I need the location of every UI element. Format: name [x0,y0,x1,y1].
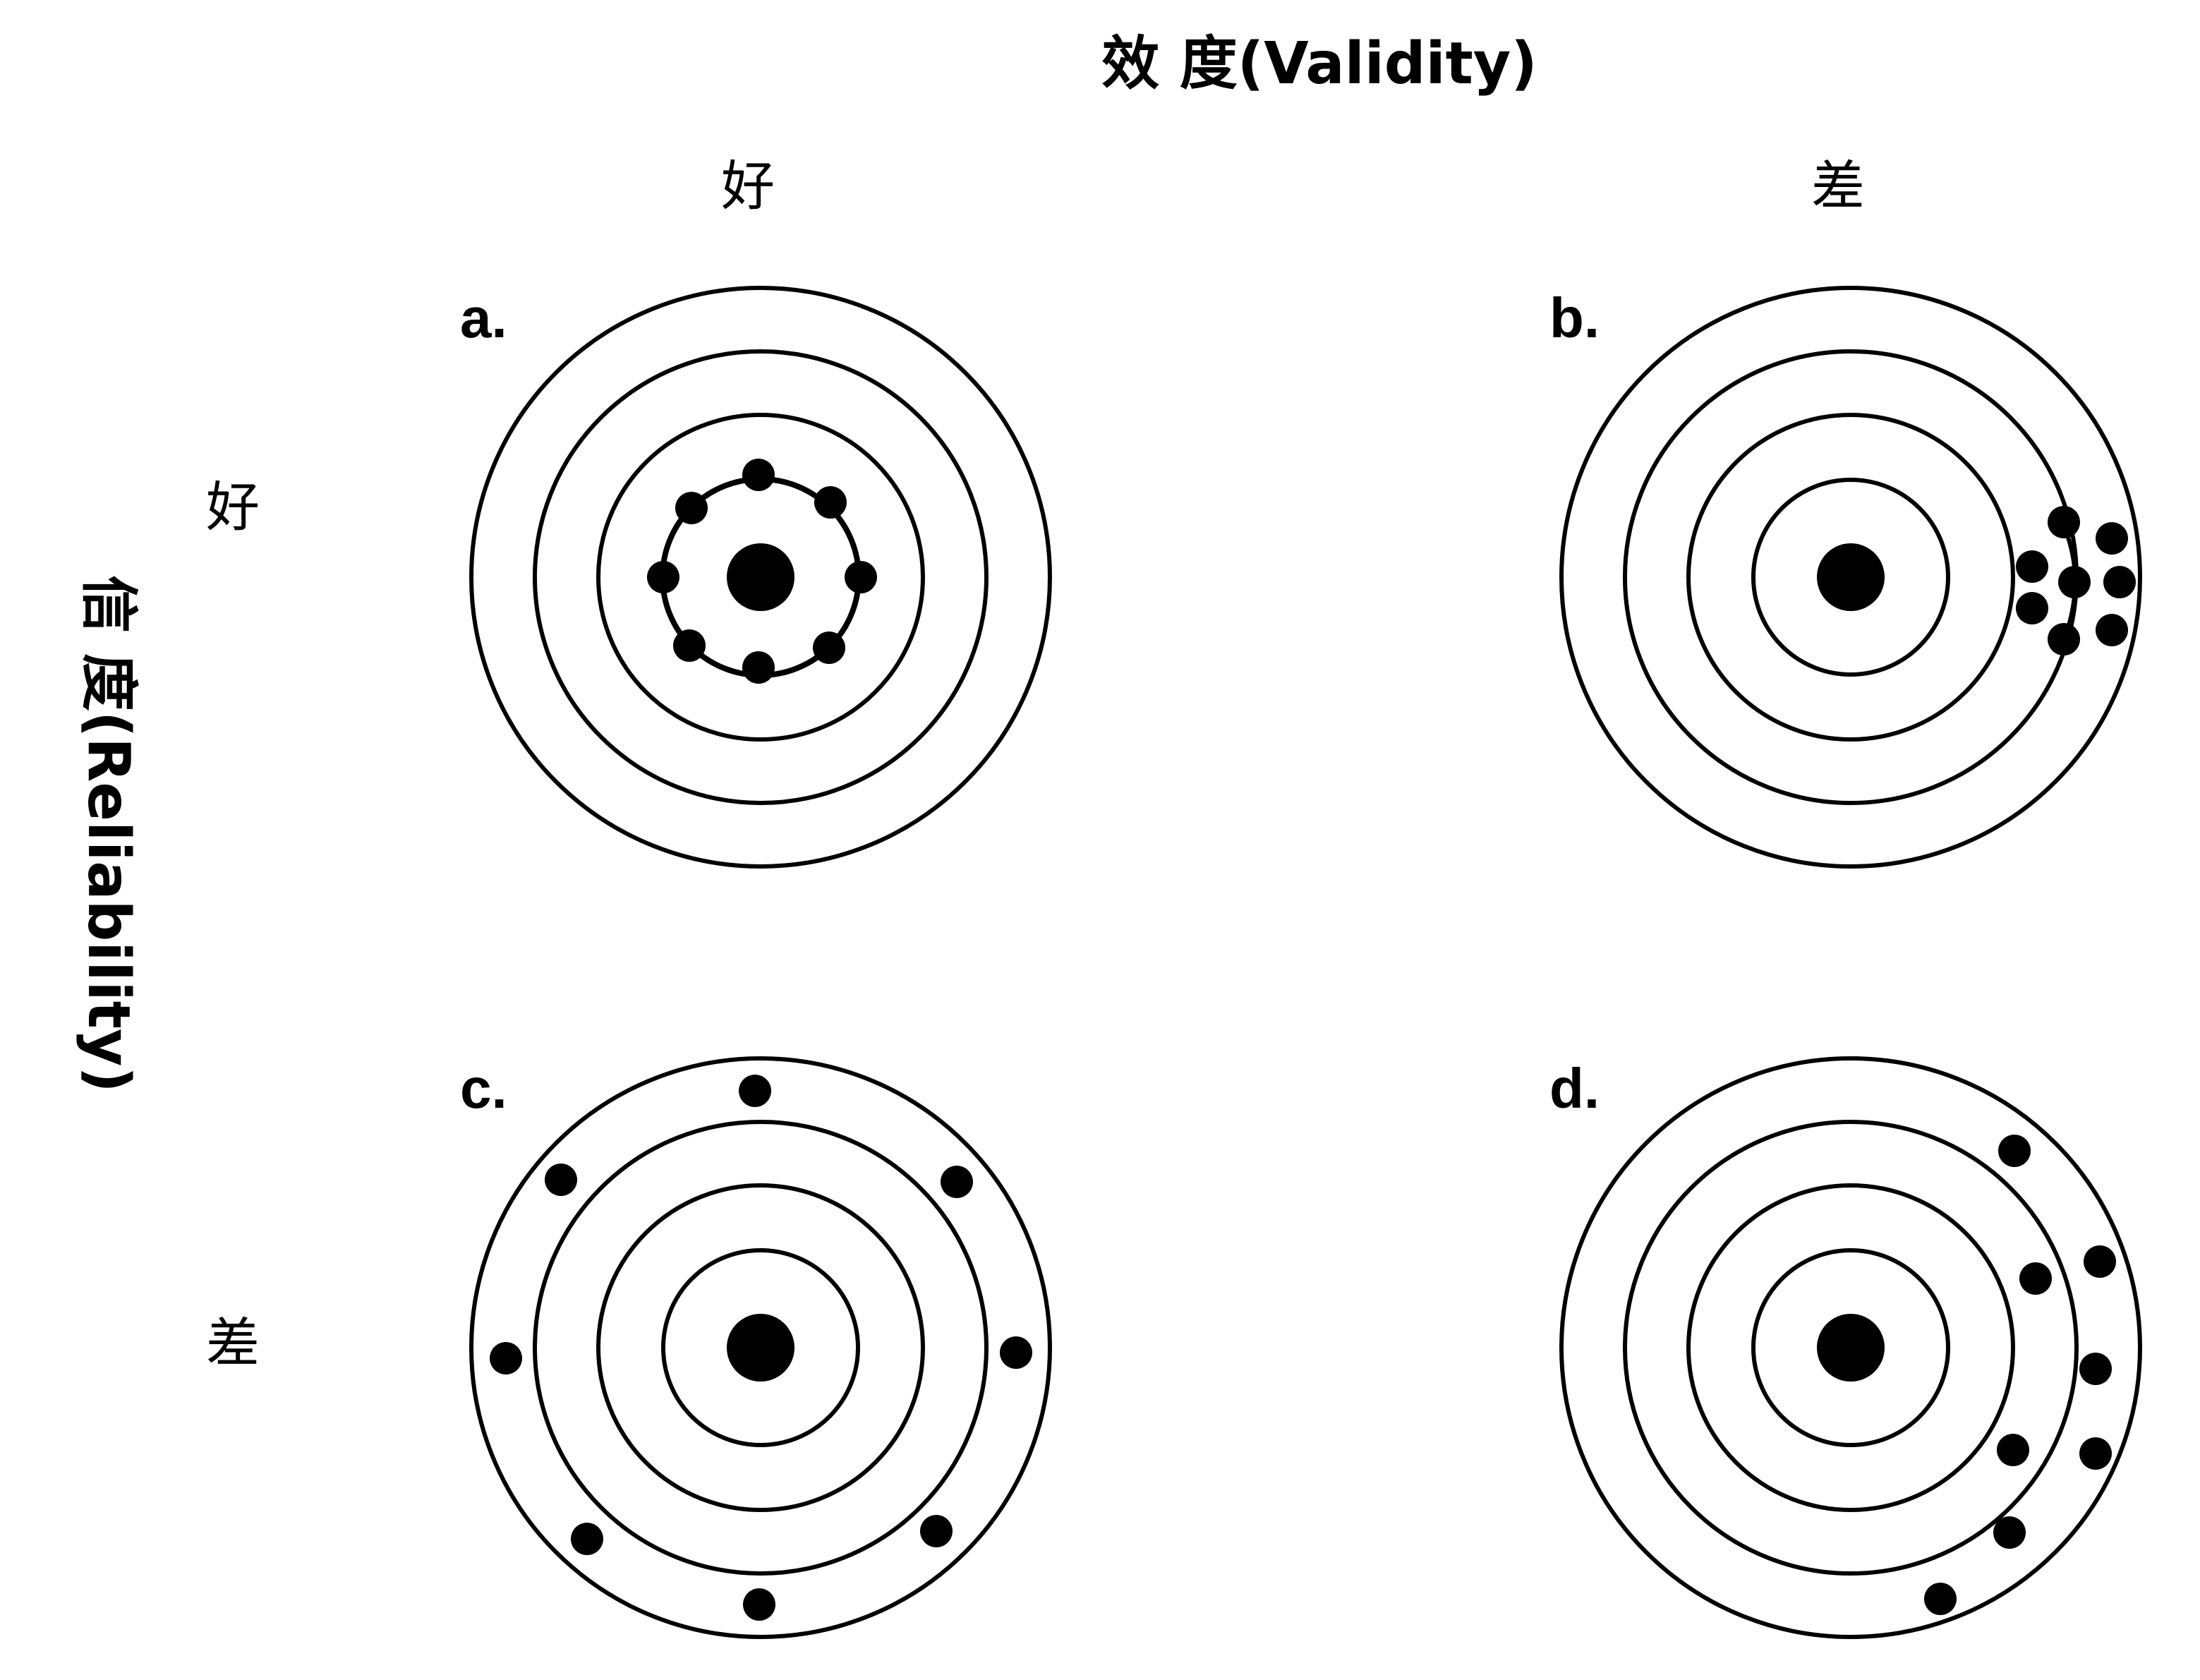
target-a-shot-5 [742,651,775,684]
target-d-shot-2 [2084,1245,2116,1278]
target-a-ring-2 [533,349,989,805]
target-c-shot-7 [490,1342,522,1374]
target-c-ring-1 [469,1056,1052,1639]
target-c-shot-5 [743,1588,775,1621]
target-d-shot-1 [1998,1135,2031,1167]
target-b-ring-1 [1559,286,2142,869]
target-c-shot-1 [739,1075,771,1107]
target-d-ring-4 [1751,1248,1950,1447]
row-label-good: 好 [206,476,260,538]
target-b-shot-6 [2103,566,2136,598]
panel-a-letter: a. [460,286,507,349]
row-label-poor: 差 [206,1312,260,1374]
target-d-shot-4 [2079,1353,2112,1385]
target-d-shot-5 [2079,1437,2112,1470]
target-a-shot-7 [647,561,679,593]
panel-b-letter: b. [1549,286,1600,349]
target-c-shot-3 [1000,1336,1032,1369]
column-label-good: 好 [721,155,775,217]
target-b [1559,286,2142,869]
target-d-shot-3 [2019,1262,2052,1295]
target-d-shot-8 [1924,1583,1957,1615]
target-a-shot-6 [673,629,706,662]
target-c-bullseye [727,1314,794,1382]
target-c-shot-6 [571,1523,603,1555]
validity-axis-title: 效 度(Validity) [1101,30,1537,97]
target-b-ring-4 [1751,478,1950,677]
target-c-ring-4 [661,1248,860,1447]
target-d-shot-7 [1993,1516,2026,1549]
target-c-ring-2 [533,1120,989,1576]
target-b-shot-7 [2096,614,2128,646]
reliability-axis-title: 信 度(Reliability) [75,575,142,1092]
target-d-ring-1 [1559,1056,2142,1639]
target-b-shot-3 [2016,592,2048,624]
target-a-shot-2 [814,486,847,519]
target-b-shot-4 [2058,566,2091,598]
panel-c-letter: c. [460,1057,507,1120]
target-c-shot-4 [920,1515,953,1547]
target-b-ring-3 [1686,413,2015,742]
target-c-shot-2 [941,1166,973,1198]
target-a-ring-3 [596,413,925,742]
target-a-shot-1 [742,459,775,491]
target-d-bullseye [1817,1314,1885,1382]
target-b-shot-5 [2096,522,2128,555]
target-a-shot-3 [845,561,877,593]
target-c [469,1056,1052,1639]
target-d-ring-3 [1686,1183,2015,1512]
target-a [469,286,1052,869]
target-b-shot-8 [2048,623,2080,655]
target-c-shot-8 [545,1164,577,1196]
target-b-bullseye [1817,543,1885,611]
panel-d-letter: d. [1549,1057,1600,1120]
target-b-shot-2 [2016,550,2048,583]
target-a-shot-4 [813,631,845,664]
target-d [1559,1056,2142,1639]
target-d-shot-6 [1997,1434,2029,1466]
target-c-ring-3 [596,1183,925,1512]
target-a-ring-1 [469,286,1052,869]
target-b-shot-1 [2048,506,2080,538]
target-d-ring-2 [1623,1120,2079,1576]
target-a-shot-8 [675,492,708,524]
column-label-poor: 差 [1811,155,1865,217]
target-a-bullseye [727,543,794,611]
